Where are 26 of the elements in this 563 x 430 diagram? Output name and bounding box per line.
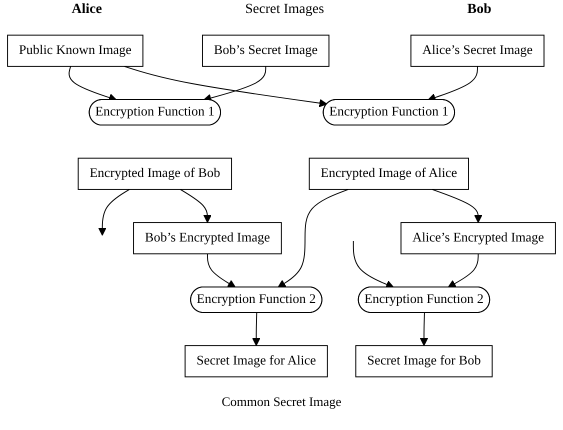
arrow xyxy=(420,312,428,346)
node-box: Secret Image for Alice xyxy=(184,345,328,378)
node-box: Bob’s Secret Image xyxy=(202,34,330,67)
node-box: Encrypted Image of Alice xyxy=(308,158,469,190)
arrow xyxy=(68,66,117,102)
arrow xyxy=(98,188,130,236)
node-box: Bob’s Encrypted Image xyxy=(133,222,282,254)
node-box: Encrypted Image of Bob xyxy=(78,158,232,190)
arrow xyxy=(252,312,260,346)
arrow xyxy=(432,188,482,223)
arrow xyxy=(448,253,479,288)
node-box: Alice’s Encrypted Image xyxy=(400,222,556,254)
node-box: Public Known Image xyxy=(7,34,144,67)
section-label: Common Secret Image xyxy=(222,394,342,410)
arrow xyxy=(352,240,394,288)
arrow xyxy=(203,66,266,102)
arrow xyxy=(206,253,236,288)
node-box: Alice’s Secret Image xyxy=(410,34,544,67)
node-box: Secret Image for Bob xyxy=(355,345,493,378)
person-name: Alice xyxy=(72,2,102,18)
arrow xyxy=(278,188,349,288)
arrow xyxy=(428,66,478,102)
arrow xyxy=(124,66,328,108)
section-label: Secret Images xyxy=(245,2,324,18)
arrow xyxy=(180,188,212,223)
person-name: Bob xyxy=(467,2,492,18)
